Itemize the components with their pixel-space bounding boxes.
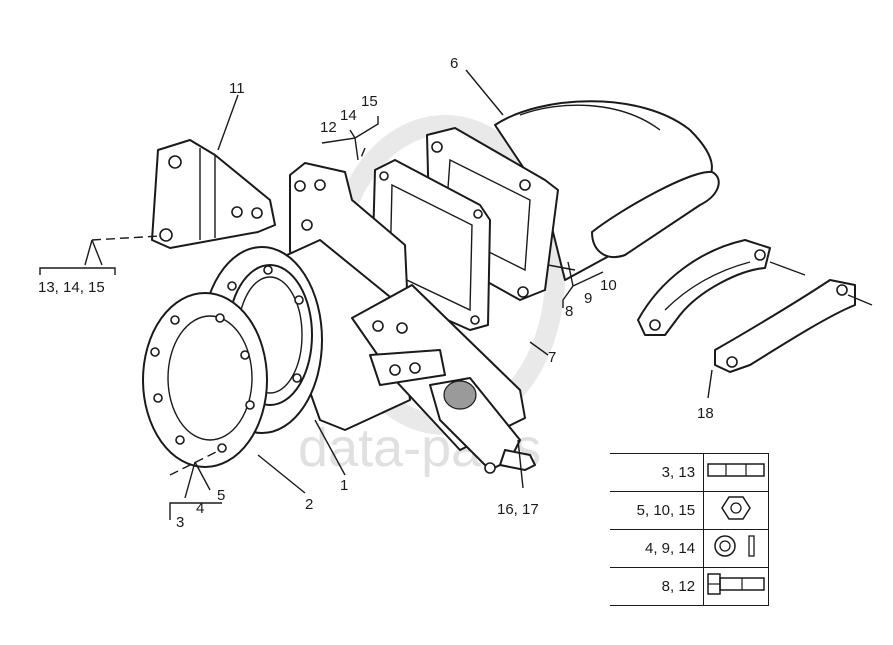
legend-codes: 5, 10, 15 xyxy=(610,491,705,530)
callout-15: 15 xyxy=(361,93,378,110)
leader-lines xyxy=(39,69,873,520)
fastener-legend-table: 3, 13 5, 10, 15 4, 9, 14 8, 12 xyxy=(610,453,769,606)
callout-4: 4 xyxy=(196,500,204,517)
ring-gasket-part-2 xyxy=(142,292,268,468)
callout-1: 1 xyxy=(340,477,348,494)
washer-icon xyxy=(703,529,769,568)
elbow-pipe-part-6 xyxy=(494,100,720,281)
legend-codes: 3, 13 xyxy=(610,453,705,492)
callout-14: 14 xyxy=(340,107,357,124)
callout-5: 5 xyxy=(217,487,225,504)
callout-18: 18 xyxy=(697,405,714,422)
bolt-icon xyxy=(703,567,769,606)
actuator-part-16-17 xyxy=(351,284,536,474)
legend-codes: 8, 12 xyxy=(610,567,705,606)
callout-2: 2 xyxy=(305,496,313,513)
legend-row: 5, 10, 15 xyxy=(610,491,769,530)
clamp-part-18 xyxy=(637,239,856,373)
callout-12: 12 xyxy=(320,119,337,136)
callout-10: 10 xyxy=(600,277,617,294)
callout-16-17: 16, 17 xyxy=(497,501,539,518)
stud-icon xyxy=(703,453,769,492)
callout-11: 11 xyxy=(229,80,245,97)
callout-13-14-15: 13, 14, 15 xyxy=(38,279,105,296)
bracket-part-11 xyxy=(151,139,276,249)
nut-icon xyxy=(703,491,769,530)
callout-8: 8 xyxy=(565,303,573,320)
callout-9: 9 xyxy=(584,290,592,307)
legend-row: 8, 12 xyxy=(610,567,769,606)
callout-7: 7 xyxy=(548,349,556,366)
legend-row: 3, 13 xyxy=(610,453,769,492)
callout-6: 6 xyxy=(450,55,458,72)
legend-codes: 4, 9, 14 xyxy=(610,529,705,568)
callout-labels: 6 11 12 14 15 13, 14, 15 8 9 10 7 1 2 3 … xyxy=(38,55,714,531)
callout-3: 3 xyxy=(176,514,184,531)
legend-row: 4, 9, 14 xyxy=(610,529,769,568)
